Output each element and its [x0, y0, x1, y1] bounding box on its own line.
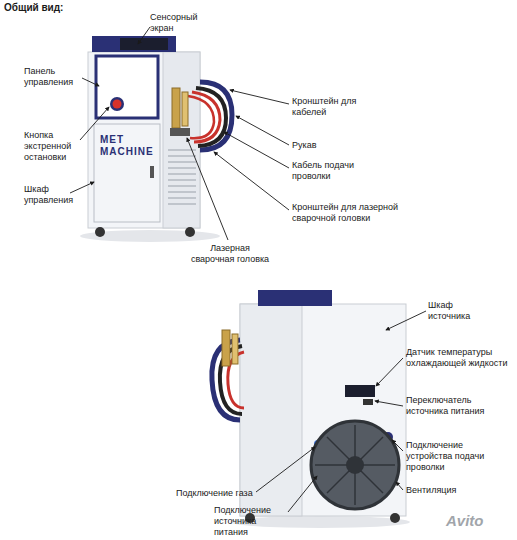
- part-label: Датчик температуры охлаждающей жидкости: [406, 347, 510, 369]
- part-label: Сенсорный экран: [150, 12, 220, 34]
- part-label: Шкаф управления: [24, 184, 70, 206]
- part-label: Подключение устройства подачи проволки: [406, 440, 510, 473]
- part-label: Кронштейн для лазерной сварочной головки: [292, 202, 404, 224]
- part-label: Переключатель источника питания: [406, 395, 510, 417]
- part-label: Кронштейн для кабелей: [292, 96, 362, 118]
- page-title: Общий вид:: [4, 2, 63, 13]
- part-label: Подключение источника питания: [214, 505, 288, 538]
- part-label: Панель управления: [24, 66, 82, 88]
- part-label: Шкаф источника: [428, 300, 488, 322]
- part-label: Подключение газа: [176, 488, 258, 499]
- part-label: Вентиляция: [406, 485, 506, 496]
- brand-logo: MET: [100, 134, 160, 146]
- part-label: Рукав: [292, 140, 362, 151]
- watermark: Avito: [446, 512, 510, 529]
- part-label: Лазерная сварочная головка: [188, 243, 272, 265]
- part-label: Кнопка экстренной остановки: [24, 130, 80, 163]
- brand-logo: MACHINE: [100, 146, 162, 158]
- part-label: Кабель подачи проволки: [292, 160, 362, 182]
